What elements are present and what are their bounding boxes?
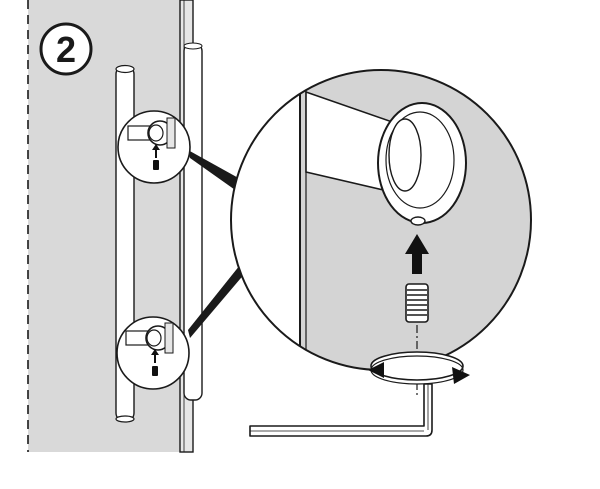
mounting-standoff: [377, 102, 467, 226]
hex-key: [249, 383, 433, 437]
step-number: 2: [56, 29, 76, 70]
threaded-stud: [405, 283, 429, 323]
insert-arrow: [405, 234, 429, 274]
callout-circle-upper: [117, 110, 191, 184]
callout-connectors: [188, 150, 246, 338]
zoomed-detail-circle: [230, 69, 532, 371]
back-handle-bar: [183, 42, 203, 401]
step-number-badge: 2: [39, 22, 93, 76]
callout-circle-lower: [116, 316, 190, 390]
rotation-arrow: [368, 351, 470, 385]
